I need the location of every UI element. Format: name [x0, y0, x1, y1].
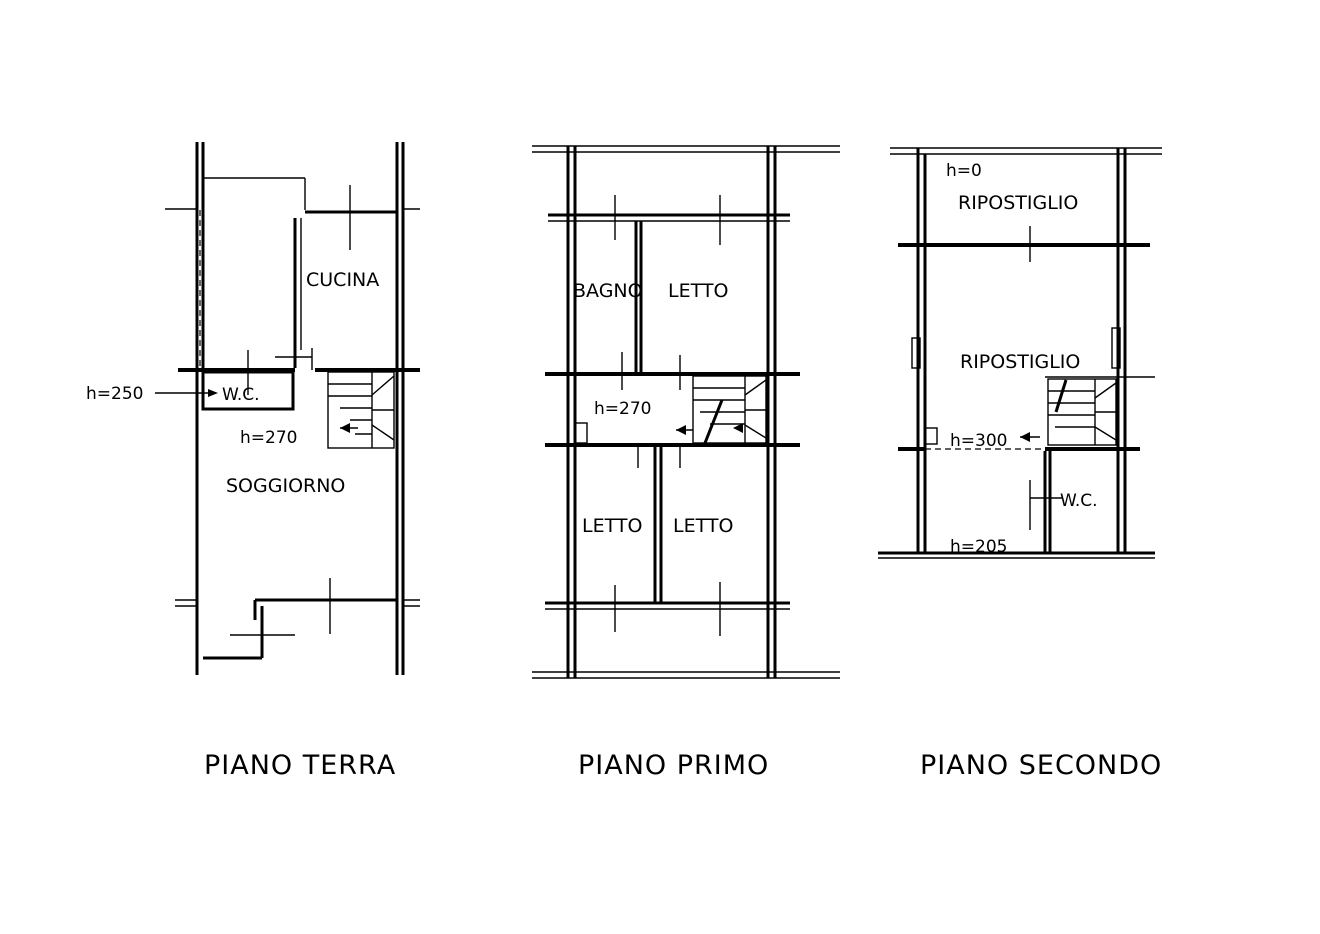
room-label-letto: LETTO [582, 515, 642, 537]
walls [532, 145, 840, 679]
room-label-wc: W.C. [222, 385, 260, 405]
floor-title-ground: PIANO TERRA [204, 750, 396, 781]
height-label: h=270 [594, 399, 651, 419]
floor-plan-ground: CUCINA W.C. SOGGIORNO h=250 h=270 PIANO … [86, 142, 420, 781]
walls [155, 142, 420, 675]
height-label: h=300 [950, 431, 1007, 451]
floor-plan-second: h=0 RIPOSTIGLIO RIPOSTIGLIO h=300 W.C. h… [878, 147, 1162, 781]
walls [878, 147, 1162, 559]
stairs [676, 375, 767, 444]
room-label-ripostiglio: RIPOSTIGLIO [958, 192, 1078, 214]
floor-plan-first: BAGNO LETTO LETTO LETTO h=270 PIANO PRIM… [532, 145, 840, 781]
floor-title-first: PIANO PRIMO [578, 750, 769, 781]
room-label-bagno: BAGNO [573, 280, 643, 302]
room-label-ripostiglio: RIPOSTIGLIO [960, 351, 1080, 373]
room-label-letto: LETTO [668, 280, 728, 302]
height-label: h=270 [240, 428, 297, 448]
room-label-letto: LETTO [673, 515, 733, 537]
room-label-cucina: CUCINA [306, 269, 379, 291]
room-label-soggiorno: SOGGIORNO [226, 475, 345, 497]
height-label: h=0 [946, 161, 982, 181]
room-label-wc: W.C. [1060, 491, 1098, 511]
stairs [1020, 378, 1117, 446]
height-label: h=205 [950, 537, 1007, 557]
stairs [327, 371, 395, 449]
height-label: h=250 [86, 384, 143, 404]
floor-title-second: PIANO SECONDO [920, 750, 1162, 781]
